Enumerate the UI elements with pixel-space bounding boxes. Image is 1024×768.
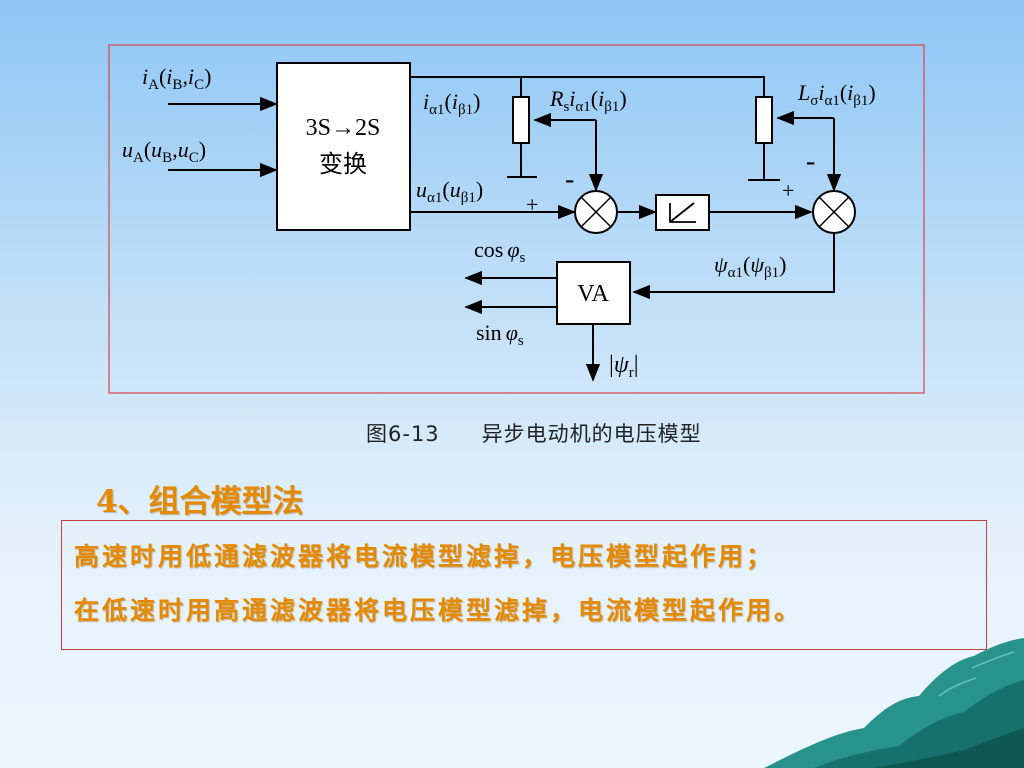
va-block-label: VA: [577, 281, 609, 307]
l-i-alpha-label: Lσiα1(iβ1): [797, 80, 876, 109]
wave-decoration: [764, 638, 1024, 768]
diagram-frame: [108, 44, 925, 394]
va-block: [556, 261, 631, 325]
description-line-2: 在低速时用高通滤波器将电压模型滤掉，电流模型起作用。: [74, 596, 803, 625]
current-input-label: iA(iB,iC): [142, 64, 211, 93]
plus-sign-1: +: [526, 192, 538, 217]
flux-to-va-arrow: [632, 233, 835, 300]
i-alpha-label: iα1(iβ1): [423, 89, 480, 118]
minus-sign-2: -: [806, 146, 815, 177]
psi-alpha-label: ψα1(ψβ1): [714, 252, 787, 281]
l-potentiometer: [755, 96, 773, 144]
rs-potentiometer: [512, 96, 530, 144]
rs-i-alpha-label: Rsiα1(iβ1): [549, 86, 627, 115]
minus-sign-1: -: [565, 164, 574, 195]
description-line-1: 高速时用低通滤波器将电流模型滤掉，电压模型起作用；: [74, 542, 775, 571]
figure-number: 图6-13: [366, 422, 440, 446]
transform-block: [276, 62, 411, 231]
voltage-input-label: uA(uB,uC): [122, 137, 206, 166]
transform-block-title: 3S→2S: [306, 115, 381, 141]
figure-caption: 图6-13 异步电动机的电压模型: [366, 418, 702, 448]
current-bus-line: [410, 76, 765, 97]
plus-sign-2: +: [782, 178, 794, 203]
u-alpha-label: uα1(uβ1): [416, 177, 483, 206]
method-description-box: 高速时用低通滤波器将电流模型滤掉，电压模型起作用； 在低速时用高通滤波器将电压模…: [61, 520, 987, 650]
voltage-model-diagram: iA(iB,iC) uA(uB,uC) 3S→2S 变换 VA iα: [108, 44, 925, 394]
psi-r-label: |ψr|: [609, 352, 639, 381]
transform-block-subtitle: 变换: [319, 151, 367, 178]
figure-title: 异步电动机的电压模型: [481, 422, 702, 446]
section-heading: 4、组合模型法: [96, 484, 304, 520]
